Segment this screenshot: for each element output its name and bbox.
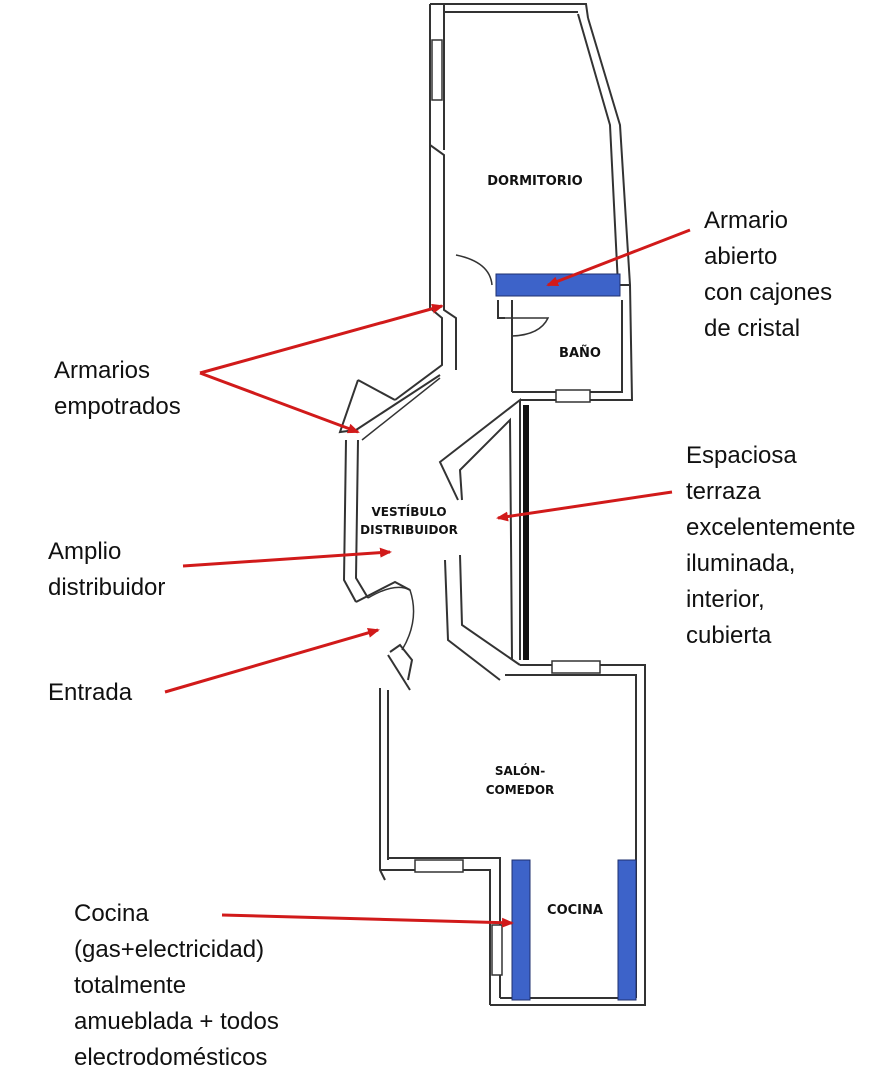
annotation-arrows <box>164 228 691 928</box>
annotation-cocina-line: (gas+electricidad) <box>74 936 265 963</box>
window-cocina <box>491 924 503 976</box>
room-label-salon-line1: SALÓN- <box>494 764 546 778</box>
wall-dormitorio-left <box>429 4 445 255</box>
armario-dormitorio <box>495 273 621 297</box>
annotation-armario-line: con cajones <box>704 279 833 306</box>
window-salon-bottom <box>414 859 464 873</box>
room-label-vestibulo-line2: DISTRIBUIDOR <box>360 523 458 537</box>
wall-dormitorio-top <box>430 3 589 19</box>
annotation-armario: Armario abierto con cajones de cristal <box>704 203 832 347</box>
door-swings <box>361 254 550 651</box>
door-bano <box>505 317 550 337</box>
kitchen-counter-right <box>617 859 637 1001</box>
annotation-terraza: Espaciosa terraza excelentemente ilumina… <box>686 438 855 654</box>
room-label-bano: BAÑO <box>540 345 620 362</box>
annotation-cocina-line: totalmente <box>74 972 187 999</box>
annotation-armarios-empotrados: Armarios empotrados <box>54 353 181 425</box>
wall-corridor-lower-b <box>459 554 521 666</box>
room-label-dormitorio: DORMITORIO <box>470 173 600 190</box>
wall-entry-jamb <box>389 643 414 681</box>
wall-closet-diag <box>355 374 441 431</box>
annotation-distribuidor-line: Amplio <box>48 538 122 565</box>
wall-left-mid <box>394 145 443 401</box>
furniture <box>495 273 637 1001</box>
annotation-entrada: Entrada <box>48 675 132 711</box>
wall-entry-door <box>387 654 411 691</box>
wall-salon-right <box>636 664 646 860</box>
door-closet <box>361 377 441 441</box>
windows <box>414 39 601 976</box>
room-label-bano-text: BAÑO <box>559 346 601 361</box>
annotation-empotrados-line: empotrados <box>54 393 181 420</box>
room-label-salon: SALÓN- COMEDOR <box>470 762 570 800</box>
wall-closet-diag-c <box>354 439 369 599</box>
arrow-distribuidor <box>182 547 392 568</box>
wall-closet-diag-b <box>342 439 357 603</box>
window-dormitorio <box>431 39 443 101</box>
wall-dormitorio-right-inner <box>577 13 619 286</box>
wall-closet-upper-b <box>357 379 396 401</box>
wall-salon-left <box>379 688 386 881</box>
room-label-dormitorio-text: DORMITORIO <box>487 174 583 189</box>
room-label-cocina: COCINA <box>532 902 618 919</box>
annotation-distribuidor-line: distribuidor <box>48 574 166 601</box>
window-salon-top <box>551 660 601 674</box>
annotation-cocina-line: Cocina <box>74 900 149 927</box>
annotation-terraza-line: excelentemente <box>686 514 856 541</box>
wall-closet-upper <box>338 379 359 434</box>
wall-corridor-right-a <box>438 397 521 660</box>
room-label-vestibulo-line1: VESTÍBULO <box>371 505 447 519</box>
arrow-cocina <box>221 913 514 928</box>
arrow-entrada <box>164 627 380 694</box>
arrow-empotrados-2 <box>199 371 360 434</box>
annotation-terraza-line: terraza <box>686 478 761 505</box>
wall-salon-bottom-inner <box>388 857 501 998</box>
wall-corridor-right-b <box>458 417 513 661</box>
door-dormitorio <box>455 254 493 286</box>
room-label-salon-line2: COMEDOR <box>485 783 555 797</box>
annotation-cocina-line: electrodomésticos <box>74 1044 268 1071</box>
annotation-armario-line: abierto <box>704 243 778 270</box>
wall-bano-door <box>497 300 505 319</box>
arrow-terraza <box>496 490 673 522</box>
wall-bano-right-inner <box>512 300 623 393</box>
wall-salon-bottom <box>380 869 491 1005</box>
kitchen-counter-left <box>511 859 531 1001</box>
wall-kitchen-bottom <box>490 860 646 1006</box>
room-label-cocina-text: COCINA <box>547 903 603 918</box>
arrow-armario <box>546 228 691 287</box>
annotation-empotrados-line: Armarios <box>54 357 151 384</box>
room-label-vestibulo: VESTÍBULO DISTRIBUIDOR <box>350 503 468 539</box>
door-entrada <box>367 586 415 651</box>
annotation-terraza-line: interior, <box>686 586 765 613</box>
annotation-terraza-line: Espaciosa <box>686 442 797 469</box>
annotation-terraza-line: iluminada, <box>686 550 796 577</box>
wall-dormitorio-right <box>587 17 631 286</box>
wall-left-mid-inner <box>443 255 457 370</box>
window-bano <box>555 389 591 403</box>
wall-bano-right <box>520 284 634 401</box>
annotation-distribuidor: Amplio distribuidor <box>48 534 165 606</box>
annotation-armario-line: Armario <box>704 207 789 234</box>
annotation-armario-line: de cristal <box>704 315 801 342</box>
arrow-empotrados-1 <box>199 303 444 375</box>
wall-corridor-lower-a <box>444 559 501 681</box>
annotation-entrada-line: Entrada <box>48 679 133 706</box>
annotation-terraza-line: cubierta <box>686 622 772 649</box>
annotation-cocina-line: amueblada + todos <box>74 1008 279 1035</box>
annotation-cocina: Cocina (gas+electricidad) totalmente amu… <box>74 896 279 1076</box>
